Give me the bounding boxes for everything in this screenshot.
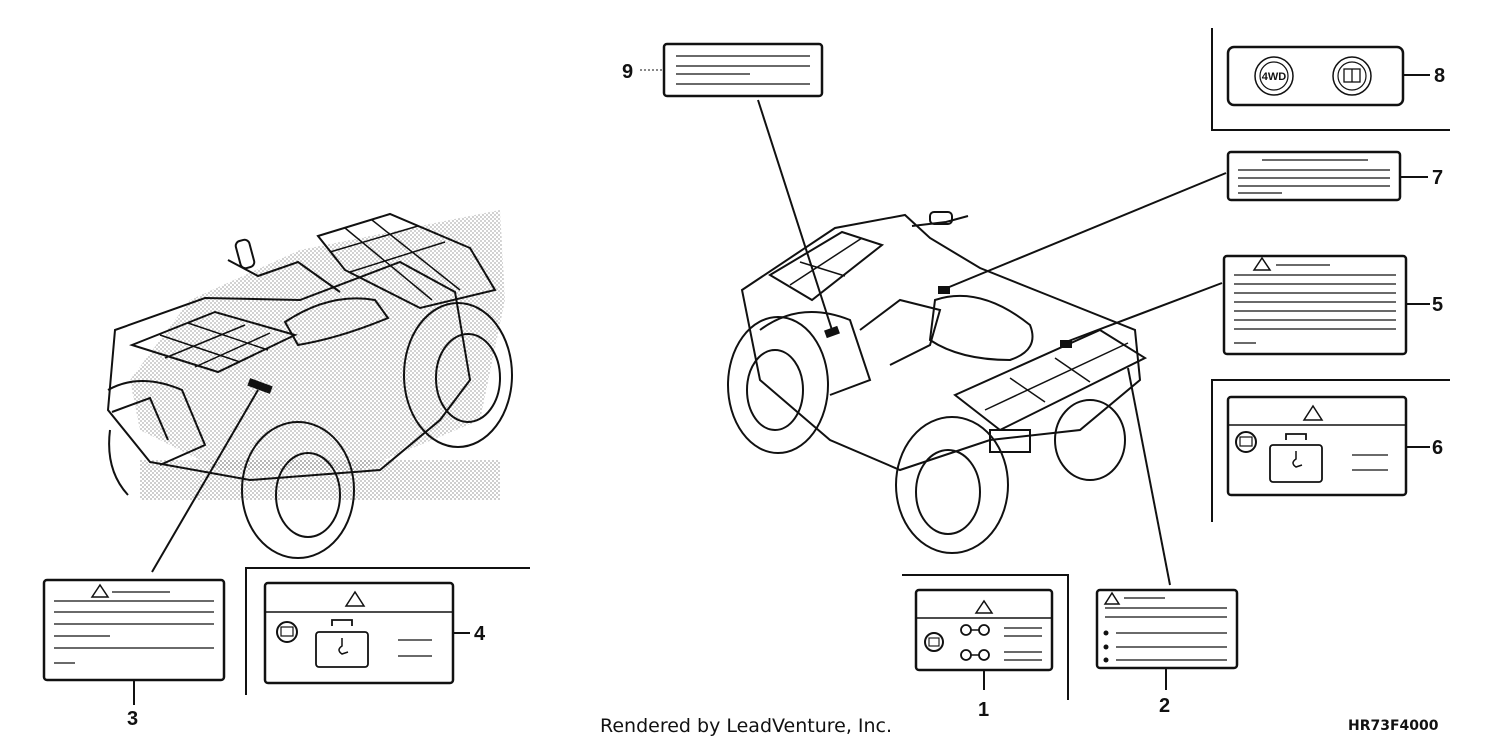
callout-numbers: 1 2 3 4 5 6 7 8 9 <box>127 61 1445 730</box>
warning-triangle-icon <box>1302 404 1324 421</box>
label-2 <box>1095 588 1239 690</box>
label-4 <box>245 567 530 695</box>
label-6 <box>1211 379 1450 522</box>
callout-1: 1 <box>978 699 989 721</box>
warning-triangle-icon <box>974 599 994 614</box>
hook-icon <box>315 631 369 668</box>
atv-front-view <box>106 210 513 559</box>
callout-8: 8 <box>1434 65 1445 87</box>
callout-4: 4 <box>474 623 486 645</box>
label-8: 4WD <box>1211 28 1450 131</box>
owners-manual-icon <box>924 632 944 652</box>
label-1 <box>902 574 1069 700</box>
owners-manual-icon <box>1235 431 1257 453</box>
warning-triangle-icon <box>1252 256 1272 271</box>
callout-2: 2 <box>1159 695 1170 717</box>
hook-icon <box>1269 444 1323 483</box>
callout-3: 3 <box>127 708 138 730</box>
warning-triangle-icon <box>1103 591 1121 605</box>
footer-credit: Rendered by LeadVenture, Inc. <box>600 715 892 737</box>
owners-manual-icon <box>1332 56 1372 96</box>
atv-rear-view <box>727 211 1148 554</box>
label-5 <box>1222 254 1430 356</box>
leader-lines <box>151 99 1227 586</box>
callout-6: 6 <box>1432 437 1443 459</box>
owners-manual-icon <box>276 621 298 643</box>
callout-7: 7 <box>1432 167 1443 189</box>
diagram-code: HR73F4000 <box>1348 718 1439 734</box>
4wd-icon <box>1254 56 1294 96</box>
callout-5: 5 <box>1432 294 1443 316</box>
label-9 <box>640 42 824 98</box>
warning-triangle-icon <box>344 590 366 607</box>
label-7 <box>1226 150 1428 202</box>
svg-text:4WD: 4WD <box>1262 71 1287 83</box>
callout-9: 9 <box>622 61 633 83</box>
label-3 <box>42 578 226 682</box>
